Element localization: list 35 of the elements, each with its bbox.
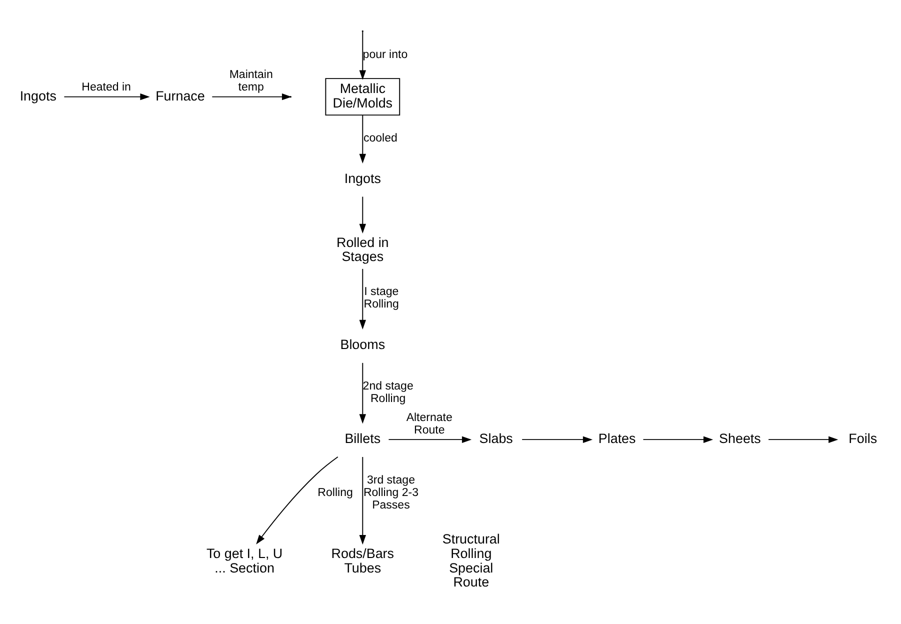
arrow [359,456,366,544]
edge-label: I stage Rolling [364,286,399,310]
node-text: Plates [598,430,636,446]
arrow [359,30,366,80]
edge-label: 2nd stage Rolling [362,380,414,404]
edge-label: Alternate Route [406,411,452,436]
node-text: Foils [848,430,878,446]
node-text: Slabs [479,430,513,446]
node-text: Furnace [156,88,205,103]
edge-label: pour into [362,48,408,61]
edge-label: Heated in [82,81,131,94]
node-text: Rods/Bars Tubes [331,545,394,575]
node-text: Ingots [20,88,56,103]
node-text: Sheets [719,430,761,446]
label: Structural Rolling Special Route [442,530,500,590]
arrow [256,456,338,544]
node-text: To get I, L, U ... Section [206,545,283,575]
node-text: Ingots [344,170,381,186]
arrow [642,436,714,442]
node-text: Rolled in Stages [336,234,389,264]
edge-label: Rolling [318,486,353,498]
node-text: Blooms [340,336,386,352]
arrow [522,436,593,442]
arrow [359,268,366,329]
arrow [359,196,366,233]
arrow [388,436,472,442]
arrow [64,92,150,100]
node-text: Billets [344,430,381,446]
edge-label: cooled [363,132,398,144]
arrow [359,362,366,424]
node-box: Metallic Die/Molds [325,78,400,116]
arrow [359,114,366,164]
arrow [768,436,838,442]
edge-label: Maintain temp [229,68,273,94]
edge-label: 3rd stage Rolling 2-3 Passes [363,474,419,511]
